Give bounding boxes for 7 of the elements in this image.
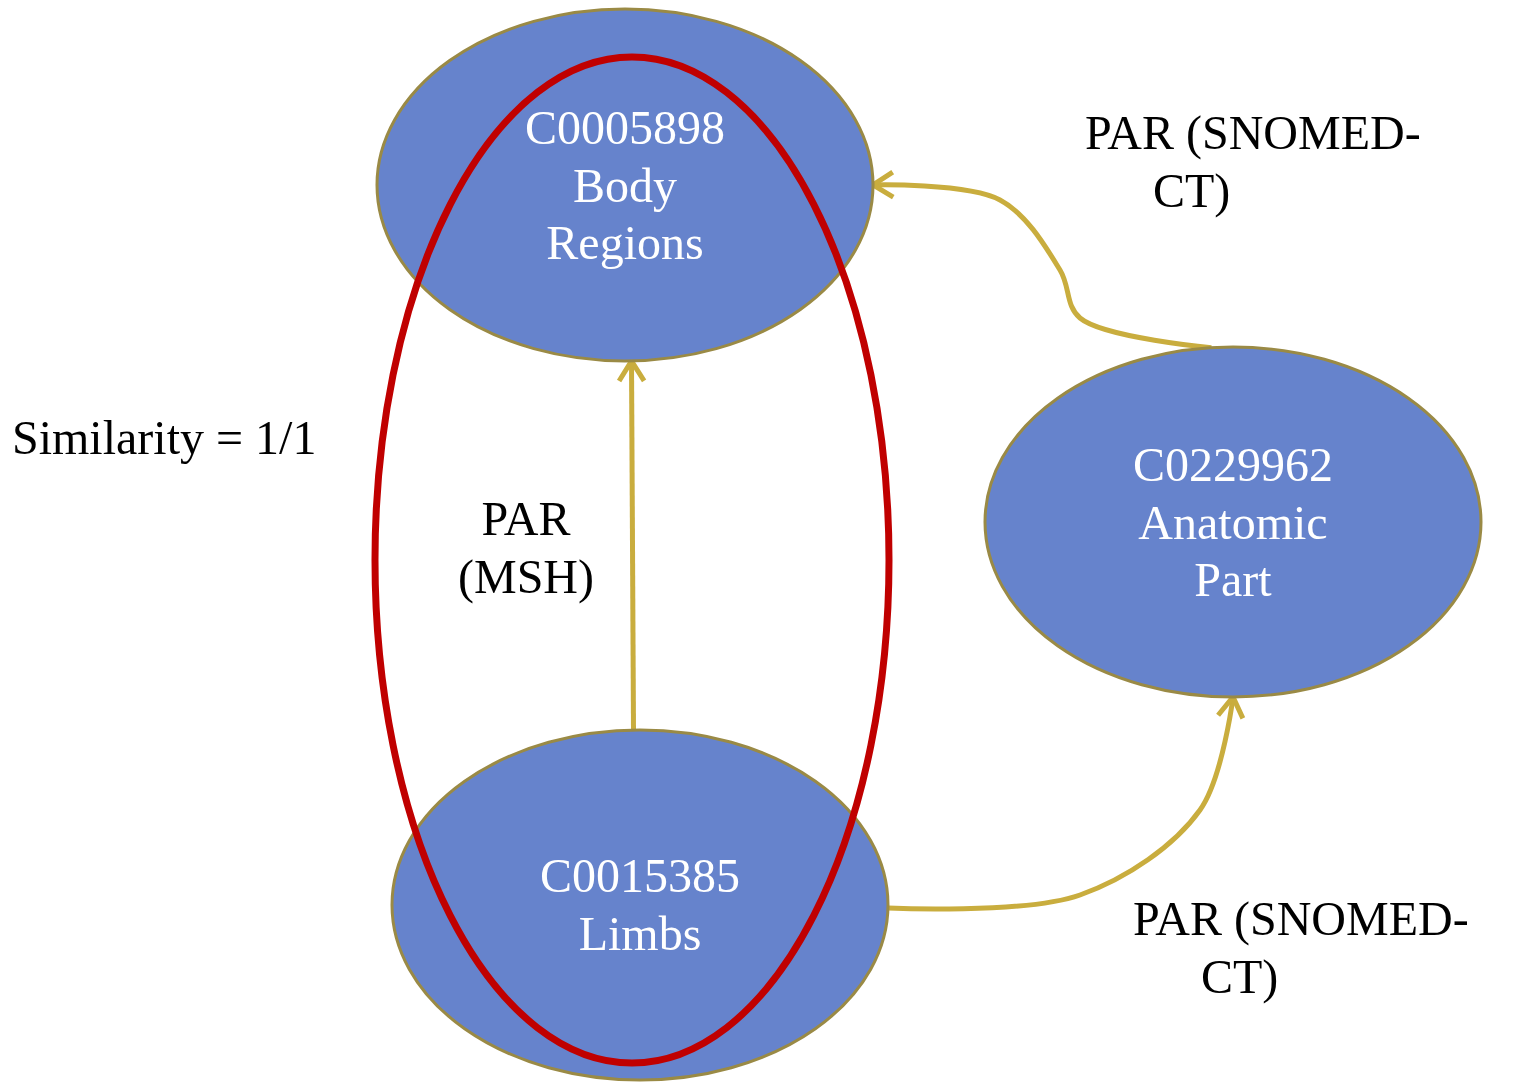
concept-label: C0229962 Anatomic Part: [1133, 436, 1333, 608]
concept-label: C0015385 Limbs: [540, 848, 740, 962]
concept-ellipse: [375, 7, 875, 363]
concept-label: C0005898 Body Regions: [525, 99, 725, 271]
similarity-label: Similarity = 1/1: [12, 410, 317, 465]
concept-ellipse: [983, 345, 1483, 699]
concept-ellipse: [390, 728, 890, 1082]
